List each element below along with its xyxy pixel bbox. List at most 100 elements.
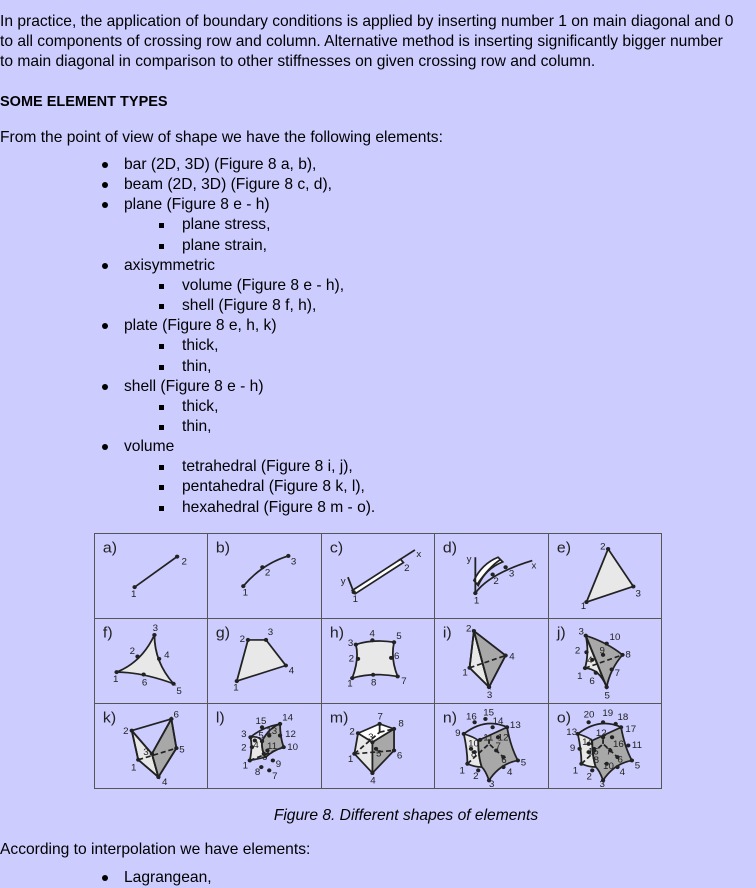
node-label: 3 xyxy=(268,627,273,637)
node-label: 3 xyxy=(153,623,158,633)
cell-label: n) xyxy=(443,710,457,726)
node-point xyxy=(259,765,264,770)
node-label: 1 xyxy=(243,588,248,598)
node-label: 10 xyxy=(609,633,620,643)
node-point xyxy=(156,775,161,780)
bullet-icon xyxy=(102,262,108,269)
node-label: 8 xyxy=(371,678,376,688)
node-point xyxy=(487,685,492,690)
node-point xyxy=(265,748,270,753)
list-item: plane strain, xyxy=(182,236,267,254)
cell-label: j) xyxy=(555,625,565,641)
node-label: 6 xyxy=(142,678,147,688)
element-edge xyxy=(473,630,491,688)
node-point xyxy=(487,778,492,783)
list-item: thin, xyxy=(182,357,212,375)
interpolation-intro: According to interpolation we have eleme… xyxy=(0,841,311,858)
node-point xyxy=(604,685,609,690)
node-label: 11 xyxy=(267,741,277,751)
node-label: 13 xyxy=(267,726,278,736)
node-point xyxy=(472,750,477,755)
node-point xyxy=(248,735,254,740)
node-label: 3 xyxy=(291,557,296,567)
node-label: 7 xyxy=(273,771,278,781)
node-label: 6 xyxy=(501,755,506,765)
node-point xyxy=(630,584,636,589)
element-edge xyxy=(134,555,178,588)
hidden-edge xyxy=(353,731,381,755)
node-label: 3 xyxy=(489,779,494,788)
node-label: 15 xyxy=(587,747,598,757)
node-point xyxy=(583,600,589,605)
interp-item: Lagrangean, xyxy=(124,869,212,886)
element-edge xyxy=(131,730,153,755)
node-label: 8 xyxy=(625,650,630,660)
element-shape-diagram: 12a) xyxy=(103,540,187,599)
bullet-icon xyxy=(102,875,108,881)
node-point xyxy=(589,657,594,662)
node-point xyxy=(583,650,589,655)
node-label: 8 xyxy=(255,767,260,777)
node-label: 3 xyxy=(143,747,148,757)
node-label: 4 xyxy=(369,629,374,639)
hidden-edge xyxy=(249,746,285,762)
node-label: 19 xyxy=(602,708,613,718)
node-point xyxy=(476,768,481,773)
node-label: 10 xyxy=(288,742,299,752)
node-label: 1 xyxy=(460,766,465,776)
node-label: 12 xyxy=(595,728,606,738)
node-label: 20 xyxy=(583,710,594,720)
node-point xyxy=(501,765,506,770)
node-point xyxy=(609,735,614,740)
node-point xyxy=(355,731,360,736)
node-label: 2 xyxy=(466,624,471,634)
node-label: y xyxy=(467,554,472,564)
node-label: 1 xyxy=(131,763,136,773)
node-point xyxy=(604,761,609,766)
square-bullet-icon xyxy=(159,465,164,471)
square-bullet-icon xyxy=(159,243,164,249)
node-point xyxy=(284,663,289,668)
element-edge xyxy=(463,722,508,735)
node-point xyxy=(586,750,591,755)
list-item: shell (Figure 8 e - h) xyxy=(124,377,264,395)
cell-label: k) xyxy=(103,710,116,726)
list-item: beam (2D, 3D) (Figure 8 c, d), xyxy=(124,176,332,194)
cell-label: e) xyxy=(556,540,570,556)
node-label: 2 xyxy=(240,635,245,645)
node-label: 12 xyxy=(498,733,509,743)
hidden-edge xyxy=(580,742,618,765)
node-label: 7 xyxy=(401,676,406,686)
square-bullet-icon xyxy=(159,344,164,350)
list-item: tetrahedral (Figure 8 i, j), xyxy=(182,458,353,476)
element-face xyxy=(350,558,405,595)
node-point xyxy=(465,761,470,766)
node-point xyxy=(262,751,267,756)
node-point xyxy=(483,716,488,721)
node-point xyxy=(490,572,495,577)
node-label: 6 xyxy=(397,751,402,761)
node-point xyxy=(248,758,253,763)
square-bullet-icon xyxy=(159,404,164,410)
bullet-icon xyxy=(102,323,108,330)
node-point xyxy=(260,739,265,744)
node-label: 16 xyxy=(613,739,624,749)
node-point xyxy=(391,748,396,753)
node-point xyxy=(370,672,376,677)
node-point xyxy=(286,553,291,558)
node-point xyxy=(515,758,521,763)
list-item: thick, xyxy=(182,337,219,355)
node-label: 15 xyxy=(256,716,267,726)
node-label: 4 xyxy=(587,655,592,665)
element-edge xyxy=(576,722,622,735)
node-label: 2 xyxy=(473,771,478,781)
node-label: 6 xyxy=(262,752,267,762)
